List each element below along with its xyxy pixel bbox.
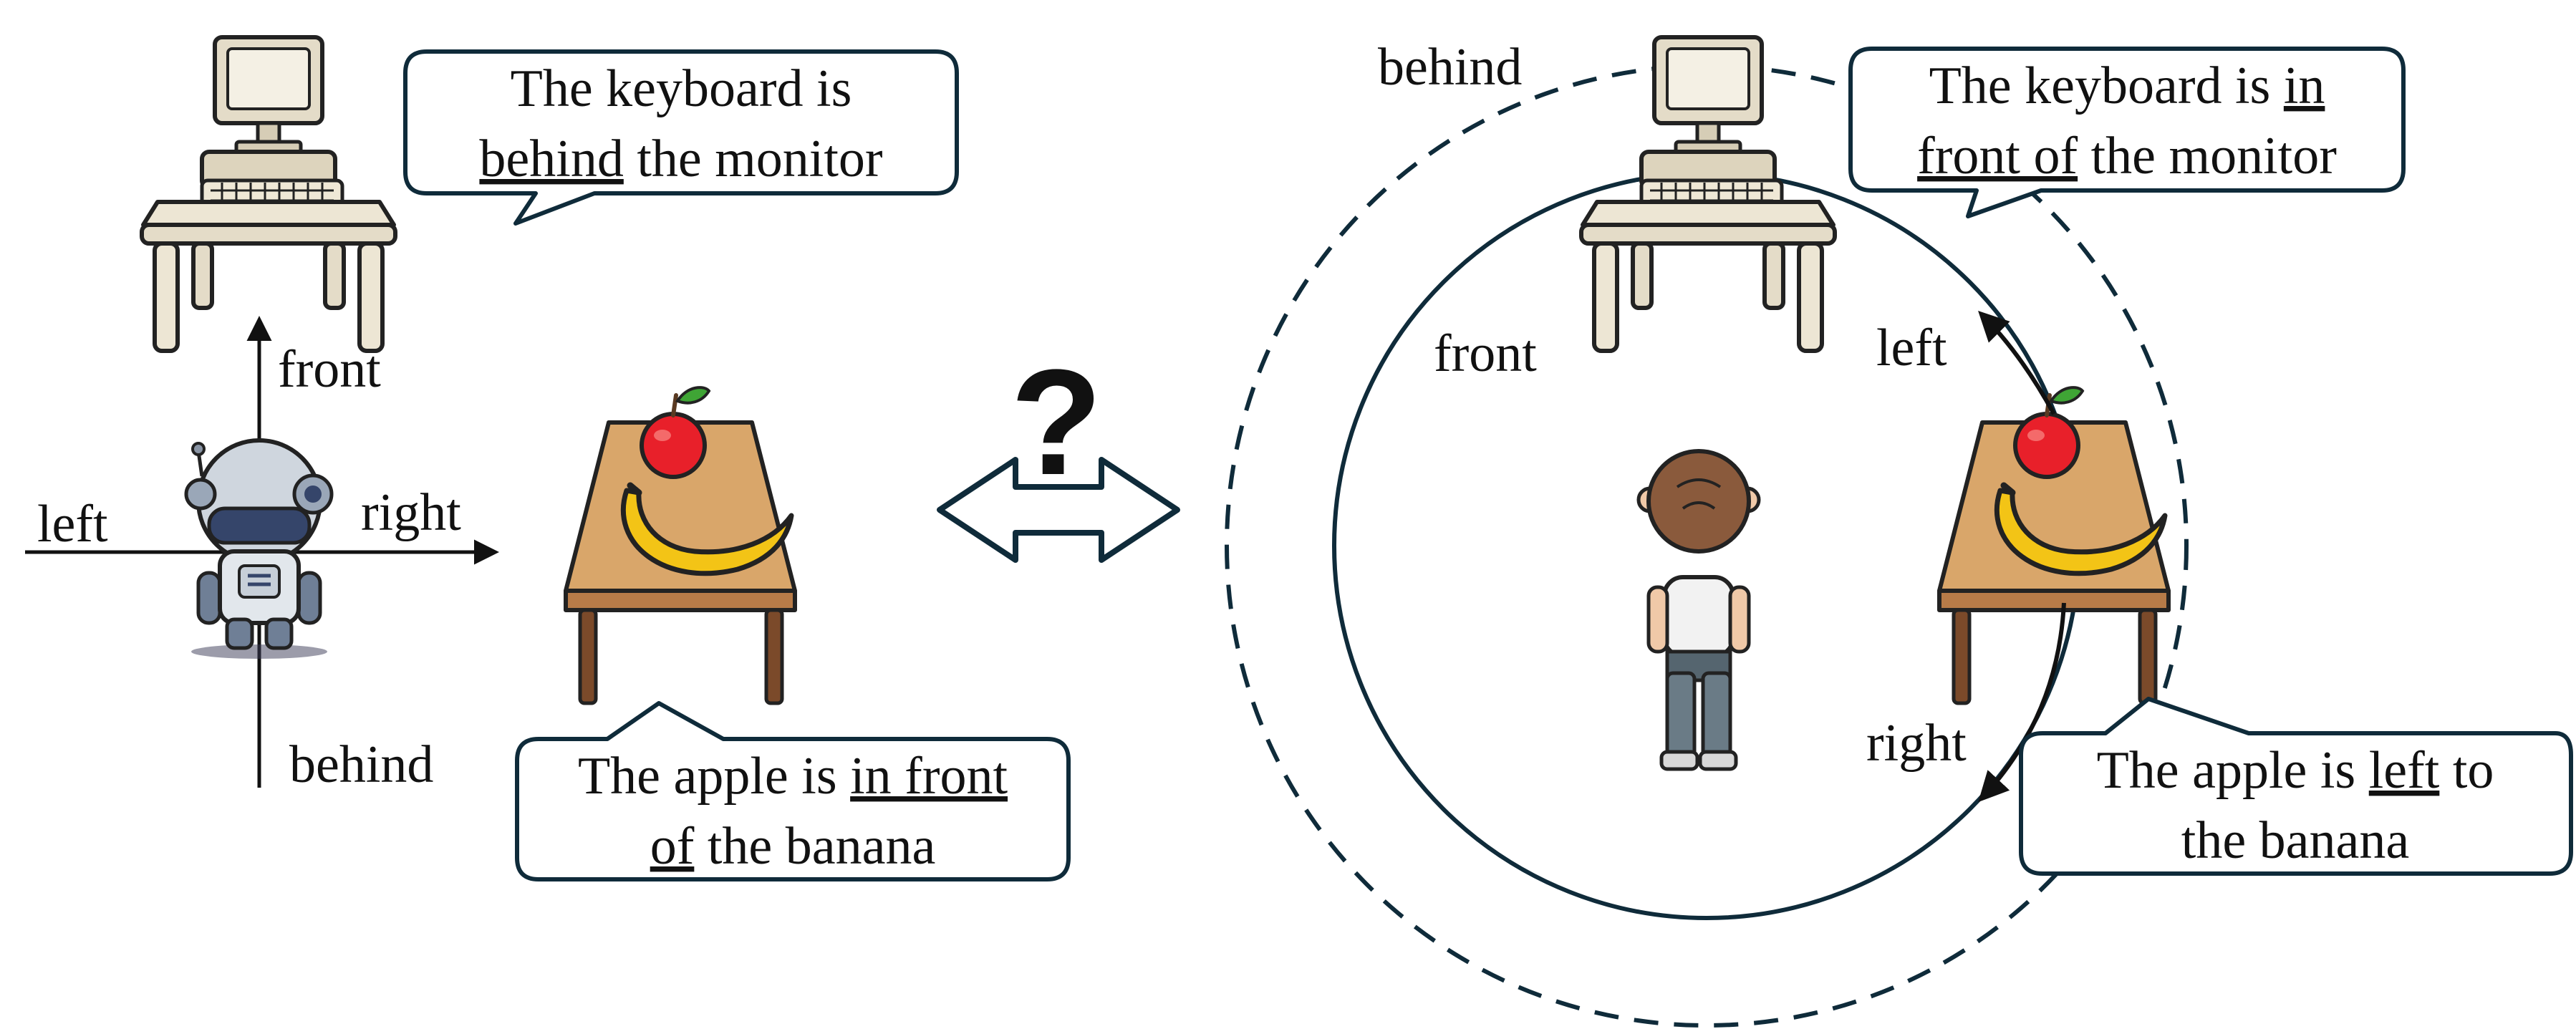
bubble-apple-left-line1: The apple is in front [578,747,1008,806]
left-panel: front behind left right The ke [25,37,1071,881]
desk-with-computer-icon [1581,37,1835,351]
bubble-apple-right-line2: the banana [2181,811,2409,870]
right-panel: behind front left right The keyboard is … [1225,37,2573,1028]
speech-bubble-apple-right: The apple is left to the banana [2019,697,2573,876]
behind-label: behind [1378,38,1522,97]
behind-label: behind [289,735,433,794]
front-label: front [1434,324,1537,383]
robot-icon [184,438,334,659]
left-label: left [1876,319,1947,377]
right-curved-arrow [1978,602,2066,803]
speech-bubble-keyboard-right: The keyboard is in front of the monitor [1848,47,2406,218]
right-label: right [1866,714,1967,773]
bubble-apple-left-line2: of the banana [650,817,936,876]
right-label: right [361,483,461,542]
bubble-keyboard-left-line2: behind the monitor [479,130,882,188]
speech-bubble-keyboard-left: The keyboard is behind the monitor [403,49,959,226]
bubble-keyboard-left-line1: The keyboard is [511,59,852,118]
left-curved-arrow [1978,311,2056,415]
double-arrow-icon [937,457,1180,563]
front-label: front [278,340,381,399]
center-comparison: ? [937,338,1180,563]
question-mark: ? [1010,338,1102,506]
bubble-keyboard-right-line1: The keyboard is in [1929,57,2325,115]
table-with-fruit-icon [1939,387,2169,703]
person-icon [1636,449,1761,771]
bubble-apple-right-line1: The apple is left to [2097,741,2494,800]
bubble-keyboard-right-line2: front of the monitor [1917,127,2337,185]
table-with-fruit-icon [566,387,795,703]
desk-with-computer-icon [142,37,395,351]
left-label: left [37,495,108,554]
speech-bubble-apple-left: The apple is in front of the banana [515,701,1071,881]
